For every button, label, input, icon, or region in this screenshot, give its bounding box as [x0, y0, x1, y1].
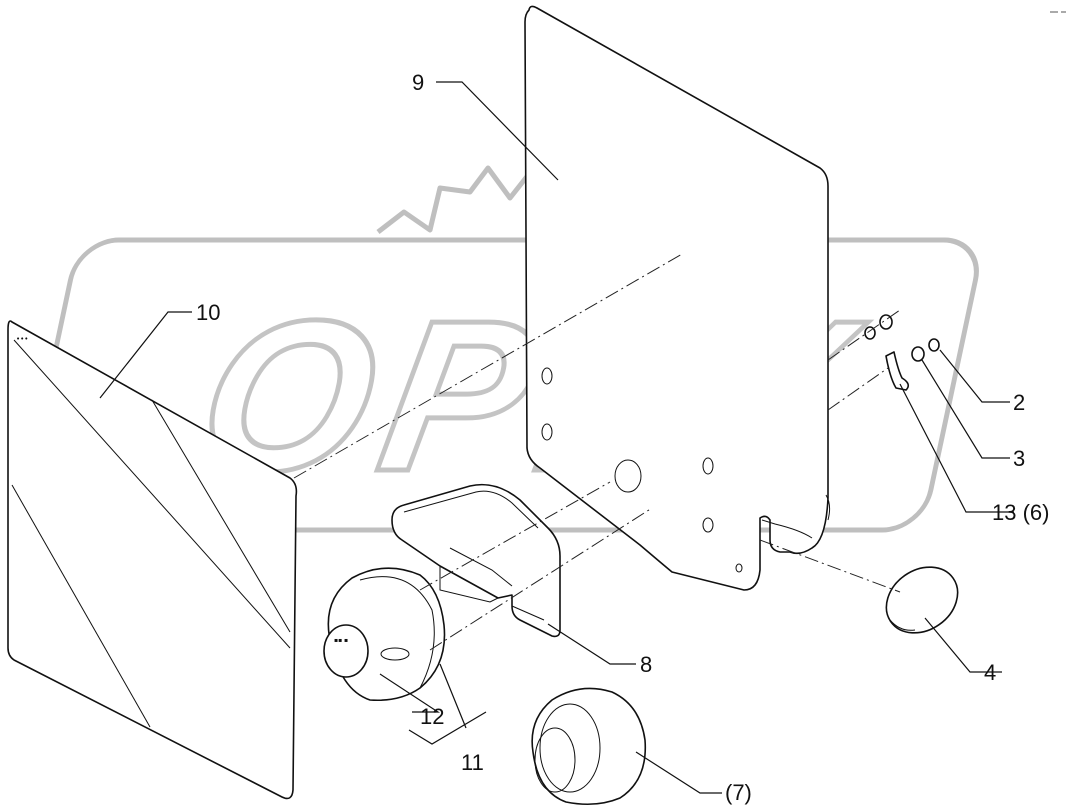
callout-7: (7)	[725, 780, 752, 805]
part-13-clip	[885, 351, 910, 391]
part-7-lamp-housing	[531, 687, 647, 806]
part-10-glass-panel: •••	[7, 320, 298, 800]
callout-3: 3	[1013, 446, 1025, 471]
callout-4: 4	[984, 660, 996, 685]
callout-9: 9	[412, 70, 424, 95]
assembly-lines	[293, 253, 901, 651]
part-washer-upper	[879, 314, 893, 330]
callout-12: 12	[420, 704, 444, 729]
part-nut-upper	[864, 326, 876, 340]
leader-lines	[99, 81, 1014, 794]
callout-2: 2	[1013, 390, 1025, 415]
part-3-washer	[911, 346, 925, 362]
part-12-lamp: ▪▪ ▪	[323, 567, 446, 702]
lamp-marking: ▪▪ ▪	[334, 637, 348, 644]
callout-8: 8	[640, 652, 652, 677]
callout-11: 11	[461, 750, 484, 775]
callout-13: 13 (6)	[992, 500, 1049, 525]
callouts: 9 10 2 3 13 (6) 4 8 12 11 (7)	[196, 70, 1049, 805]
callout-10: 10	[196, 300, 220, 325]
part-2-nut	[928, 338, 940, 352]
hardware-group	[864, 314, 940, 391]
part-9-shield-plate	[524, 5, 831, 591]
glass-marking: •••	[16, 335, 28, 343]
part-8-bracket	[391, 483, 561, 638]
part-4-cap	[885, 566, 959, 634]
